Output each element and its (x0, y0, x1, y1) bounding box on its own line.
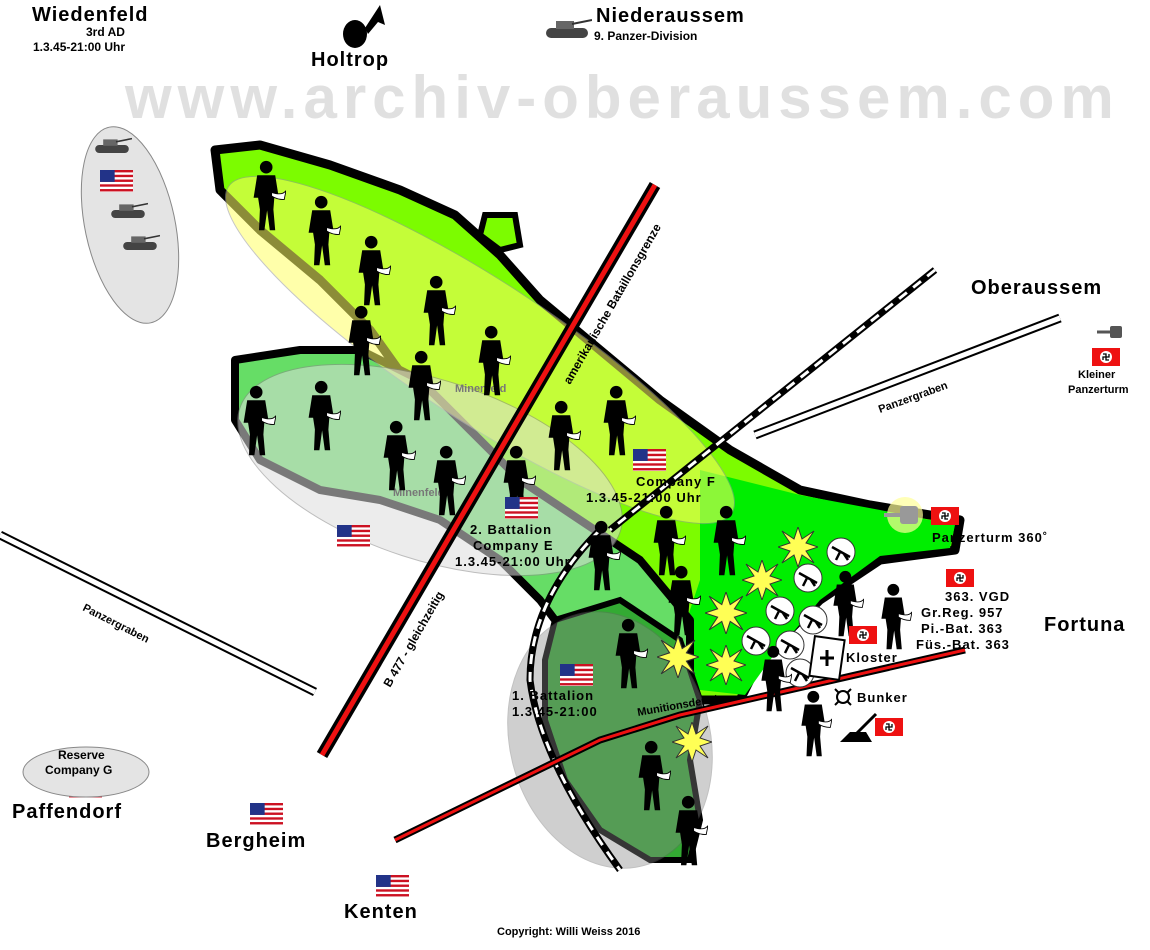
panther-tank-icon (544, 18, 592, 40)
place-wiedenfeld: Wiedenfeld (32, 4, 149, 26)
kleiner-label: Kleiner (1078, 369, 1116, 381)
small-turret-icon (1097, 326, 1122, 338)
company-f-label: Company F (636, 474, 716, 489)
battalion2-label: 2. Battalion (470, 522, 552, 537)
battalion1-time: 1.3.45-21:00 (512, 704, 598, 719)
company-g-label: Company G (45, 763, 112, 777)
us-flag-icon (250, 803, 283, 825)
machine-gun-icon (793, 563, 823, 593)
battalion1-label: 1. Battalion (512, 688, 594, 703)
panzergraben-west: Panzergraben (0, 530, 318, 697)
red-road (393, 646, 966, 844)
place-niederaussem: Niederaussem (596, 5, 745, 27)
us-flag-icon (560, 664, 593, 686)
german-flag-icon (946, 569, 974, 587)
watermark: www.archiv-oberaussem.com (124, 64, 1120, 131)
german-soldier (880, 583, 912, 650)
place-bergheim: Bergheim (206, 830, 306, 852)
explosion-icon (705, 592, 747, 634)
us-flag-icon (633, 449, 666, 471)
place-kenten: Kenten (344, 901, 418, 923)
wiedenfeld-unit: 3rd AD (86, 25, 125, 39)
place-fortuna: Fortuna (1044, 614, 1125, 636)
reserve-area (22, 746, 150, 798)
machine-gun-icon (798, 605, 828, 635)
us-flag-icon (337, 525, 370, 547)
reserve-label: Reserve (58, 748, 105, 762)
terrain (210, 140, 965, 869)
kloster-label: Kloster (846, 650, 898, 665)
panzerturm360-label: Panzerturm 360˚ (932, 530, 1048, 545)
wiedenfeld-time: 1.3.45-21:00 Uhr (33, 40, 125, 54)
flak-gun-icon (840, 712, 878, 742)
machine-gun-icon (826, 537, 856, 567)
german-flag-icon (931, 507, 959, 525)
panzerturm-small-label: Panzerturm (1068, 384, 1129, 396)
company-e-label: Company E (473, 538, 554, 553)
german-soldier (800, 690, 832, 757)
machine-gun-icon (741, 626, 771, 656)
machine-gun-icon (765, 596, 795, 626)
niederaussem-unit: 9. Panzer-Division (594, 29, 697, 43)
turret-icon (884, 506, 918, 524)
us-flag-icon (100, 170, 133, 192)
railway (526, 267, 938, 873)
grreg-label: Gr.Reg. 957 (921, 605, 1004, 620)
tank-group-area (80, 126, 180, 324)
minenfeld-label-2: Minenfeld (393, 487, 444, 499)
place-paffendorf: Paffendorf (12, 801, 122, 823)
holtrop-symbol-icon (343, 5, 385, 48)
german-flag-icon (1092, 348, 1120, 366)
bunker-icon (834, 688, 852, 706)
explosion-icon (657, 636, 699, 678)
us-flag-icon (376, 875, 409, 897)
company-f-time: 1.3.45-21:00 Uhr (586, 490, 702, 505)
explosion-icon (672, 722, 712, 762)
german-flag-icon (875, 718, 903, 736)
place-oberaussem: Oberaussem (971, 277, 1102, 299)
explosion-icon (778, 527, 818, 567)
company-e-time: 1.3.45-21:00 Uhr (455, 554, 571, 569)
bunker-label: Bunker (857, 690, 908, 705)
us-flag-icon (505, 497, 538, 519)
explosion-icon (706, 645, 746, 685)
kloster-icon (808, 634, 846, 682)
explosion-icon (742, 560, 782, 600)
vgd-label: 363. VGD (945, 589, 1010, 604)
german-flag-icon (849, 626, 877, 644)
pibat-label: Pi.-Bat. 363 (921, 621, 1003, 636)
fusbat-label: Füs.-Bat. 363 (916, 637, 1010, 652)
machine-gun-icon (775, 630, 805, 660)
minenfeld-label-1: Minenfeld (455, 383, 506, 395)
copyright: Copyright: Willi Weiss 2016 (497, 926, 640, 938)
pond (476, 212, 524, 254)
place-holtrop: Holtrop (311, 49, 389, 71)
